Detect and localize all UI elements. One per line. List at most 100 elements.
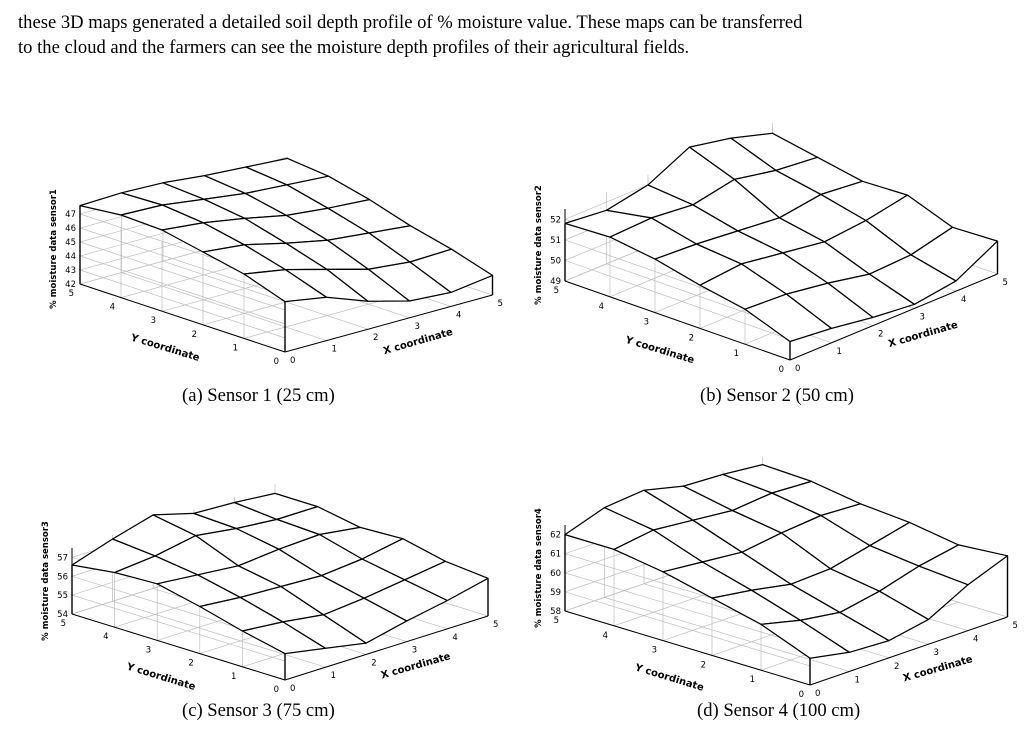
x-tick-label: 1 <box>855 675 860 685</box>
corner-drop-lines <box>564 223 999 360</box>
floor-grid-x-2 <box>162 260 369 330</box>
z-tick-label: 42 <box>65 280 76 290</box>
z-tick-label: 52 <box>550 215 561 225</box>
y-tick-label: 1 <box>231 672 236 682</box>
surface-mesh <box>71 492 489 655</box>
z-tick-label: 47 <box>65 210 76 220</box>
y-axis-line <box>564 610 811 686</box>
x-axis-line <box>809 616 1008 686</box>
y-axis-title: Y coordinate <box>124 661 197 693</box>
x-tick-label: 2 <box>373 333 378 343</box>
surface-mesh <box>564 132 999 343</box>
x-tick-label: 3 <box>412 646 417 656</box>
y-tick-label: 4 <box>599 302 604 312</box>
y-axis-title: Y coordinate <box>633 662 706 694</box>
x-tick-label: 1 <box>332 345 337 355</box>
y-tick-label: 3 <box>644 318 649 328</box>
y-tick-label: 1 <box>233 343 238 353</box>
z-tick-label: 46 <box>65 224 76 234</box>
corner-drop-lines <box>79 205 494 352</box>
y-tick-label: 0 <box>274 357 279 367</box>
z-tick-label: 57 <box>57 553 68 563</box>
x-tick-label: 4 <box>452 633 457 643</box>
x-tick-label: 5 <box>493 620 498 630</box>
x-axis-title: X coordinate <box>902 654 974 684</box>
paragraph-line-1: these 3D maps generated a detailed soil … <box>18 12 803 33</box>
z-tick-label: 50 <box>550 256 561 266</box>
y-tick-label: 0 <box>779 365 784 375</box>
x-axis-title: X coordinate <box>887 320 959 350</box>
y-tick-label: 2 <box>689 333 694 343</box>
y-tick-label: 5 <box>69 289 74 299</box>
z-tick-label: 43 <box>65 266 76 276</box>
x-axis-line <box>789 273 998 361</box>
y-tick-label: 0 <box>274 685 279 695</box>
corner-drop-lines <box>564 534 1009 685</box>
y-tick-label: 4 <box>603 631 608 641</box>
z-tick-label: 55 <box>57 591 68 601</box>
x-tick-label: 4 <box>961 295 966 305</box>
y-axis-title: Y coordinate <box>128 332 201 364</box>
x-tick-label: 3 <box>415 322 420 332</box>
surface-cell <box>910 226 999 282</box>
x-tick-label: 4 <box>456 310 461 320</box>
z-axis-title: % moisture data sensor4 <box>534 508 544 628</box>
z-tick-label: 54 <box>57 610 68 620</box>
z-tick-label: 45 <box>65 238 76 248</box>
x-axis-line <box>284 294 493 353</box>
y-axis-title: Y coordinate <box>623 335 696 367</box>
y-tick-label: 2 <box>188 659 193 669</box>
surface-cell <box>409 248 494 294</box>
surface-cell <box>404 560 489 602</box>
x-tick-label: 0 <box>795 364 800 374</box>
x-axis-line <box>284 615 489 681</box>
y-tick-label: 3 <box>652 646 657 656</box>
y-tick-label: 2 <box>192 330 197 340</box>
y-tick-label: 2 <box>701 660 706 670</box>
z-axis-title: % moisture data sensor1 <box>49 189 59 309</box>
caption-a: (a) Sensor 1 (25 cm) <box>182 385 335 406</box>
z-axis-title: % moisture data sensor3 <box>41 521 51 641</box>
z-tick-label: 44 <box>65 252 76 262</box>
y-tick-label: 1 <box>734 349 739 359</box>
surface-cell <box>918 544 1009 586</box>
z-tick-label: 56 <box>57 572 68 582</box>
z-tick-label: 60 <box>550 569 561 579</box>
x-tick-label: 0 <box>815 689 820 699</box>
x-tick-label: 3 <box>934 648 939 658</box>
y-tick-label: 5 <box>554 286 559 296</box>
x-tick-label: 5 <box>1003 278 1008 288</box>
caption-b: (b) Sensor 2 (50 cm) <box>700 385 854 406</box>
y-tick-label: 0 <box>799 690 804 700</box>
y-tick-label: 3 <box>151 316 156 326</box>
z-tick-label: 61 <box>550 550 561 560</box>
x-tick-label: 5 <box>498 299 503 309</box>
z-axis-title: % moisture data sensor2 <box>534 185 544 305</box>
y-axis-line <box>79 283 286 353</box>
floor-grid-x-1 <box>112 600 326 668</box>
x-tick-label: 0 <box>290 356 295 366</box>
z-tick-label: 49 <box>550 277 561 287</box>
caption-d: (d) Sensor 4 (100 cm) <box>697 700 861 721</box>
y-tick-label: 3 <box>146 645 151 655</box>
x-tick-label: 2 <box>894 662 899 672</box>
paragraph-line-2: to the cloud and the farmers can see the… <box>18 37 690 58</box>
z-tick-label: 51 <box>550 236 561 246</box>
y-tick-label: 5 <box>61 619 66 629</box>
floor-grid-x-1 <box>604 597 850 672</box>
corner-drop-lines <box>71 565 489 680</box>
x-tick-label: 1 <box>331 671 336 681</box>
y-axis-line <box>71 613 286 681</box>
x-tick-label: 1 <box>837 347 842 357</box>
caption-c: (c) Sensor 3 (75 cm) <box>182 700 335 721</box>
x-tick-label: 3 <box>920 312 925 322</box>
body-paragraph: these 3D maps generated a detailed soil … <box>18 10 1018 60</box>
